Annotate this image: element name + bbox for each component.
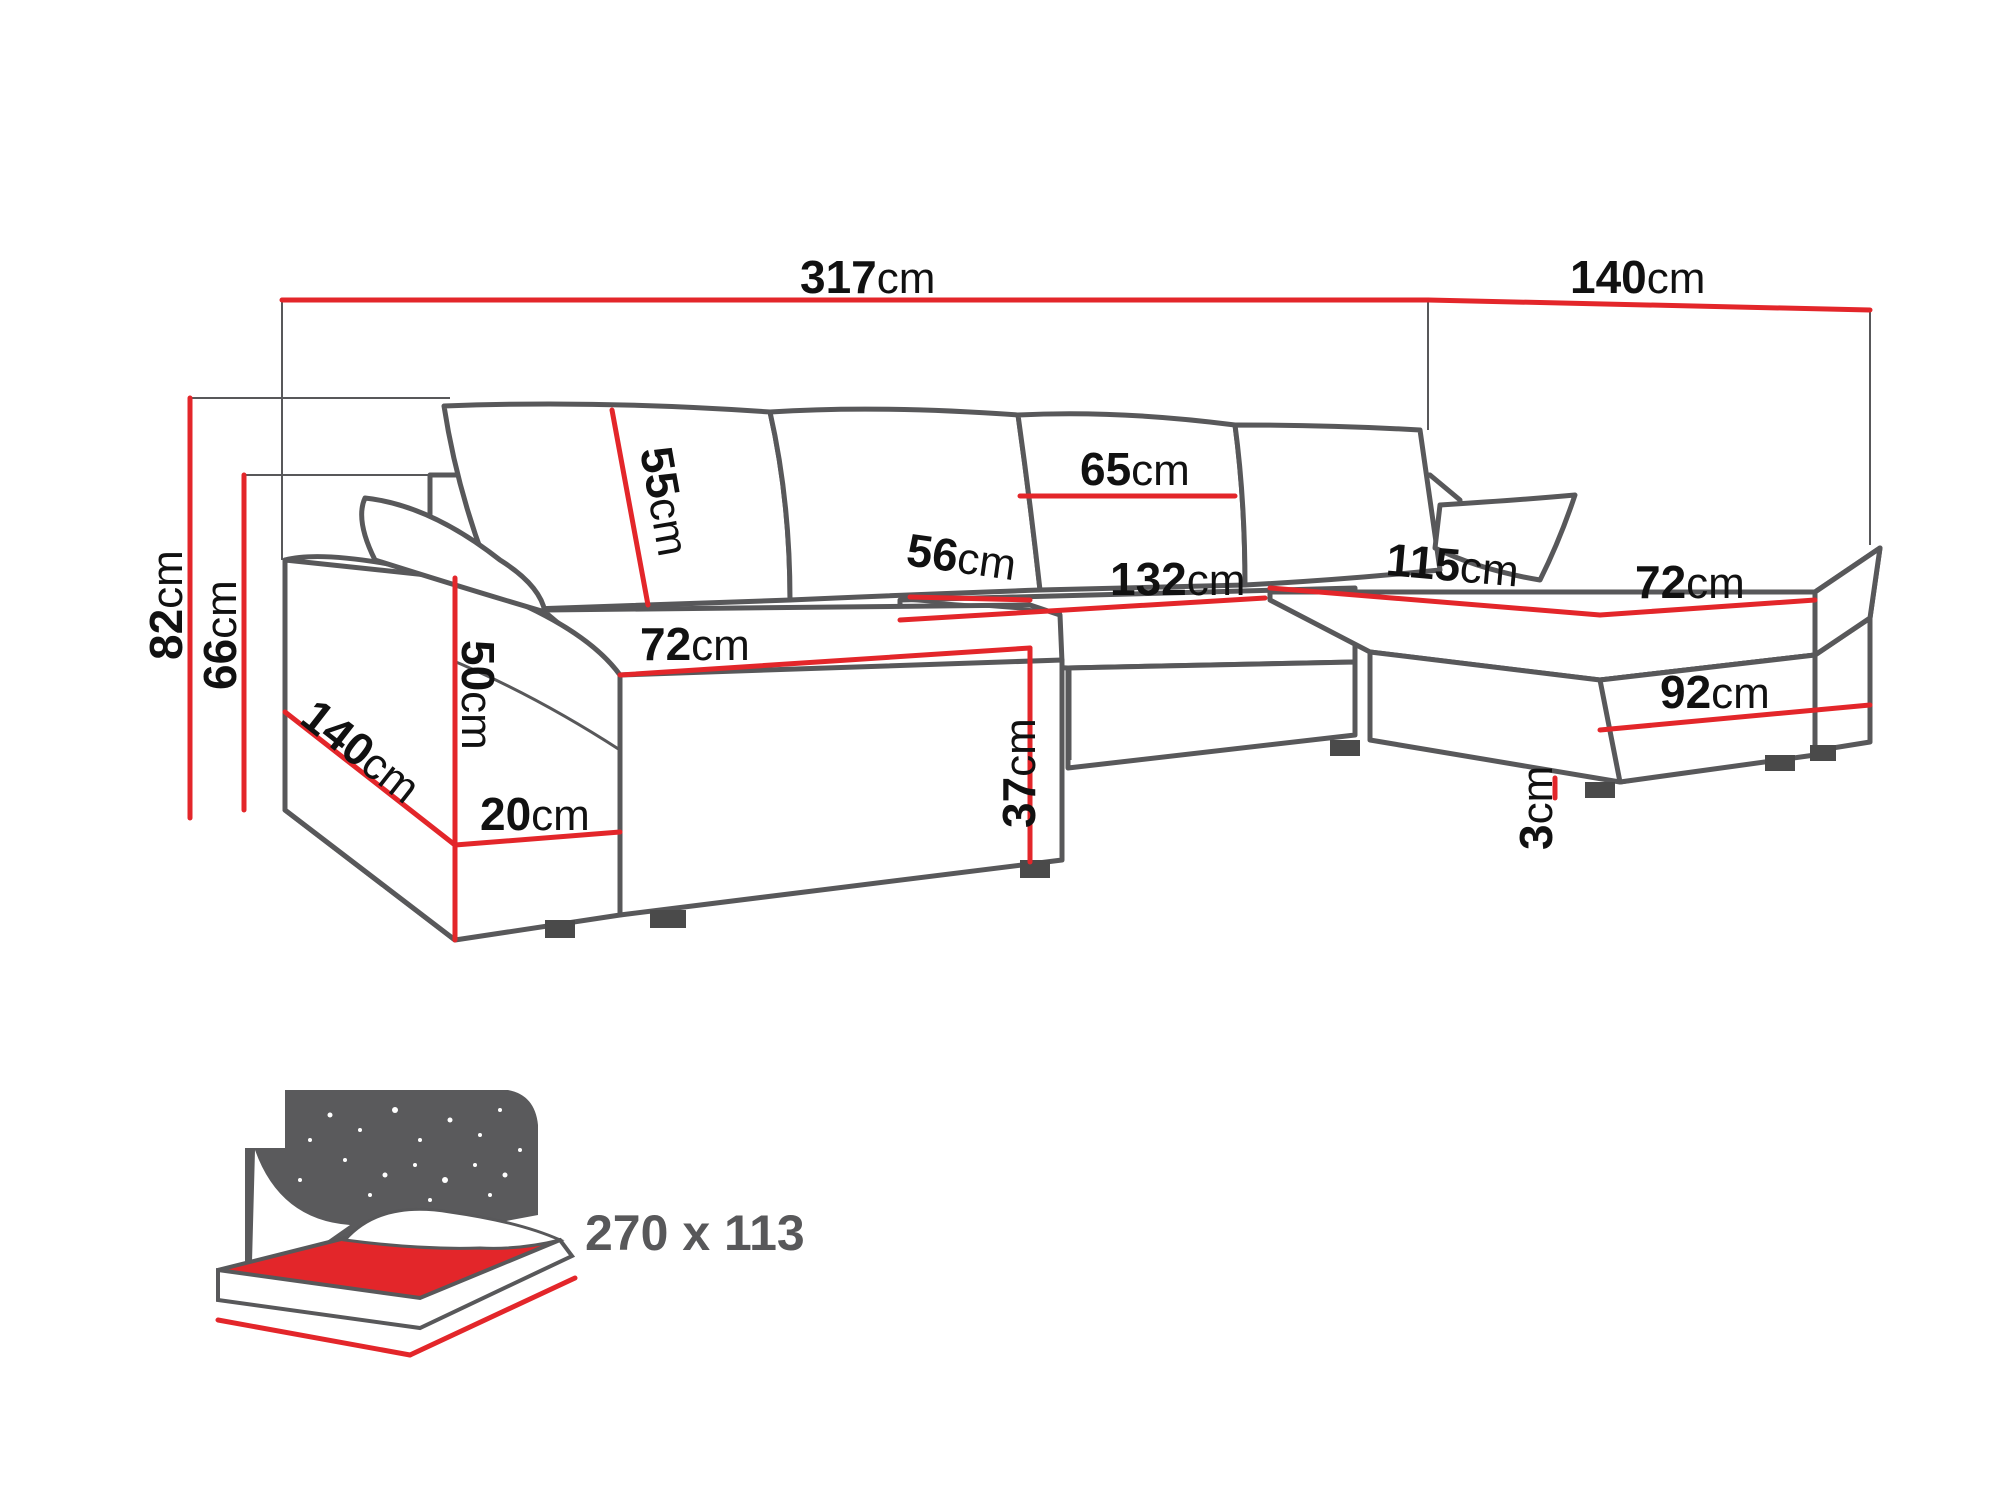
sofa-drawing [282,401,1883,943]
middle-seat-depth-unit: cm [954,534,1019,591]
extension-lines [190,300,1871,560]
left-seat-width-unit: cm [691,621,750,670]
right-armrest-end [1812,545,1883,658]
armrest-width-value: 20 [480,788,531,840]
armrest-inner-height-value: 50 [452,640,504,691]
armrest-width-unit: cm [531,791,590,840]
right-seat-length-unit: cm [1458,543,1521,597]
label-total-height: 82cm [140,550,192,660]
leg-5 [1585,782,1615,798]
middle-seat-width-unit: cm [1187,556,1246,605]
total-width-value: 317 [800,251,877,303]
leg-6 [1765,755,1795,771]
bed-dim-line [215,1317,413,1358]
right-base-width-value: 92 [1660,666,1711,718]
label-armrest-height: 66cm [194,580,246,690]
label-back-cushion-width: 65cm [1080,443,1190,495]
right-base-width-unit: cm [1711,669,1770,718]
middle-seat-width-value: 132 [1110,553,1187,605]
label-chaise-width: 140cm [1570,251,1705,303]
label-middle-seat-width: 132cm [1110,553,1245,605]
left-pillow [359,495,548,615]
dim-line-left-seat-width [617,645,1033,678]
dimension-lines [187,297,1873,943]
leg-height-unit: cm [1513,766,1562,825]
leg-3 [1020,860,1050,878]
label-cushion-height: 55cm [630,443,700,560]
armrest-inner-height-unit: cm [452,691,501,750]
leg-height-value: 3 [1510,824,1562,850]
leg-1 [545,920,575,938]
left-seat-width-value: 72 [640,618,691,670]
dim-line-right-seat-width [1597,597,1818,618]
bed-size-label: 270 x 113 [585,1205,805,1261]
label-total-width: 317cm [800,251,935,303]
cushion-height-value: 55 [630,443,690,502]
label-armrest-inner-height: 50cm [452,640,504,750]
total-height-unit: cm [143,550,192,609]
armrest-height-unit: cm [197,580,246,639]
label-right-seat-length: 115cm [1384,533,1521,596]
leg-2 [650,910,686,928]
middle-base [1065,659,1358,771]
back-cushion-width-unit: cm [1131,446,1190,495]
leg-7 [1810,745,1836,761]
dim-line-right-base-width [1597,702,1873,733]
label-left-seat-height: 37cm [993,718,1045,828]
dim-line-left-depth [282,709,458,848]
chaise-width-value: 140 [1570,251,1647,303]
back-cushion-width-value: 65 [1080,443,1131,495]
left-seat-height-value: 37 [993,777,1045,828]
right-seat-width-unit: cm [1686,559,1745,608]
chaise-width-unit: cm [1647,254,1706,303]
label-armrest-width: 20cm [480,788,590,840]
bed-function-icon: 270 x 113 [215,1090,805,1358]
dim-line-middle-seat-depth [907,594,1033,603]
total-height-value: 82 [140,609,192,660]
dim-line-cushion-height [609,407,651,608]
right-seat-width-value: 72 [1635,556,1686,608]
cushion-height-unit: cm [639,494,697,560]
dim-line-middle-seat-width [897,595,1268,623]
right-seat-length-value: 115 [1384,533,1462,591]
pillow-icon [342,1207,565,1250]
middle-seat-depth-value: 56 [904,523,962,582]
label-right-seat-width: 72cm [1635,556,1745,608]
dim-line-armrest-width [452,829,623,848]
stars-icon [278,1107,522,1202]
label-left-seat-width: 72cm [640,618,750,670]
label-leg-height: 3cm [1510,766,1562,850]
right-pillow [1432,492,1578,583]
back-cushion-4 [1232,422,1443,588]
leg-4 [1330,740,1360,756]
label-middle-seat-depth: 56cm [904,523,1020,590]
total-width-unit: cm [877,254,936,303]
left-seat-height-unit: cm [996,718,1045,777]
dim-line-chaise-width [1425,297,1873,313]
armrest-height-value: 66 [194,639,246,690]
label-right-base-width: 92cm [1660,666,1770,718]
dim-line-right-seat-length [1267,585,1603,618]
